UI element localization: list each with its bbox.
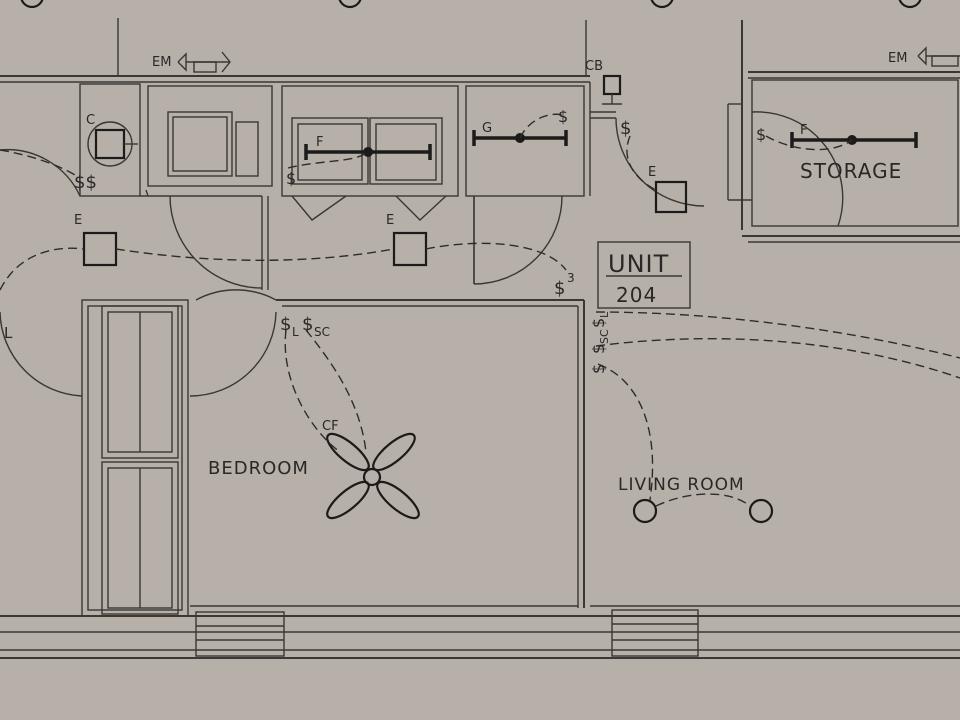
f-label-storage: F <box>800 123 807 138</box>
fluorescent-fixture-f-storage <box>790 132 918 148</box>
f-label-left: F <box>316 135 323 150</box>
e-box-icon <box>82 231 118 267</box>
e-label-1: E <box>74 213 82 228</box>
switch-bedroom-sc-sub: SC <box>314 325 330 339</box>
em-sign-right <box>917 46 960 67</box>
unit-number: 204 <box>616 283 657 307</box>
switch-storage: $ <box>756 125 766 144</box>
switch-living-sc: $ <box>589 344 608 354</box>
switch-living-3: $ <box>589 364 608 374</box>
switch-f: $ <box>286 169 296 188</box>
cf-label: CF <box>322 419 339 434</box>
storage-label: STORAGE <box>800 159 902 183</box>
g-label: G <box>482 121 492 136</box>
switch-bedroom-sc: $ <box>302 314 313 335</box>
switch-living-l: $ <box>589 318 608 328</box>
fixtures <box>82 46 960 524</box>
switch-e: $ <box>620 118 631 139</box>
switch-bedroom-l-sub: L <box>292 325 299 339</box>
labels: EM EM CB C F G F E E E CF L STORAGE BEDR… <box>4 51 907 495</box>
door-swings <box>0 111 844 397</box>
lamp-outlet-right-icon <box>748 498 774 524</box>
cb-label: CB <box>585 59 603 74</box>
bedroom-label: BEDROOM <box>208 458 309 479</box>
unit-title: UNIT <box>608 250 669 278</box>
e-label-2: E <box>386 213 394 228</box>
walls <box>0 18 960 659</box>
switch-living-sc-sub: SC <box>598 329 611 344</box>
unit-tag-box <box>597 241 691 309</box>
living-room-label: LIVING ROOM <box>618 475 745 495</box>
em-label-right: EM <box>888 51 907 66</box>
e-box-icon <box>654 180 688 214</box>
l-label-far-left: L <box>4 324 13 342</box>
e-label-3: E <box>648 165 656 180</box>
c-box-icon <box>94 128 126 160</box>
c-label: C <box>86 113 95 128</box>
e-box-icon <box>392 231 428 267</box>
lamp-outlet-left-icon <box>632 498 658 524</box>
switch-bedroom-l: $ <box>280 314 291 335</box>
switch-double: $$ <box>74 172 97 193</box>
em-sign-left <box>177 51 231 73</box>
switch-3way: $ <box>554 278 565 299</box>
switch-living-l-sub: L <box>598 311 611 318</box>
em-label-left: EM <box>152 55 171 70</box>
fluorescent-fixture-f-left <box>304 144 432 160</box>
wiring-runs <box>0 113 960 507</box>
ceiling-fan-icon <box>326 432 420 520</box>
switch-g: $ <box>558 107 568 126</box>
cb-panel-icon <box>602 74 622 105</box>
switch-3way-sub: 3 <box>567 271 575 285</box>
top-ceiling-fixtures <box>20 0 922 9</box>
